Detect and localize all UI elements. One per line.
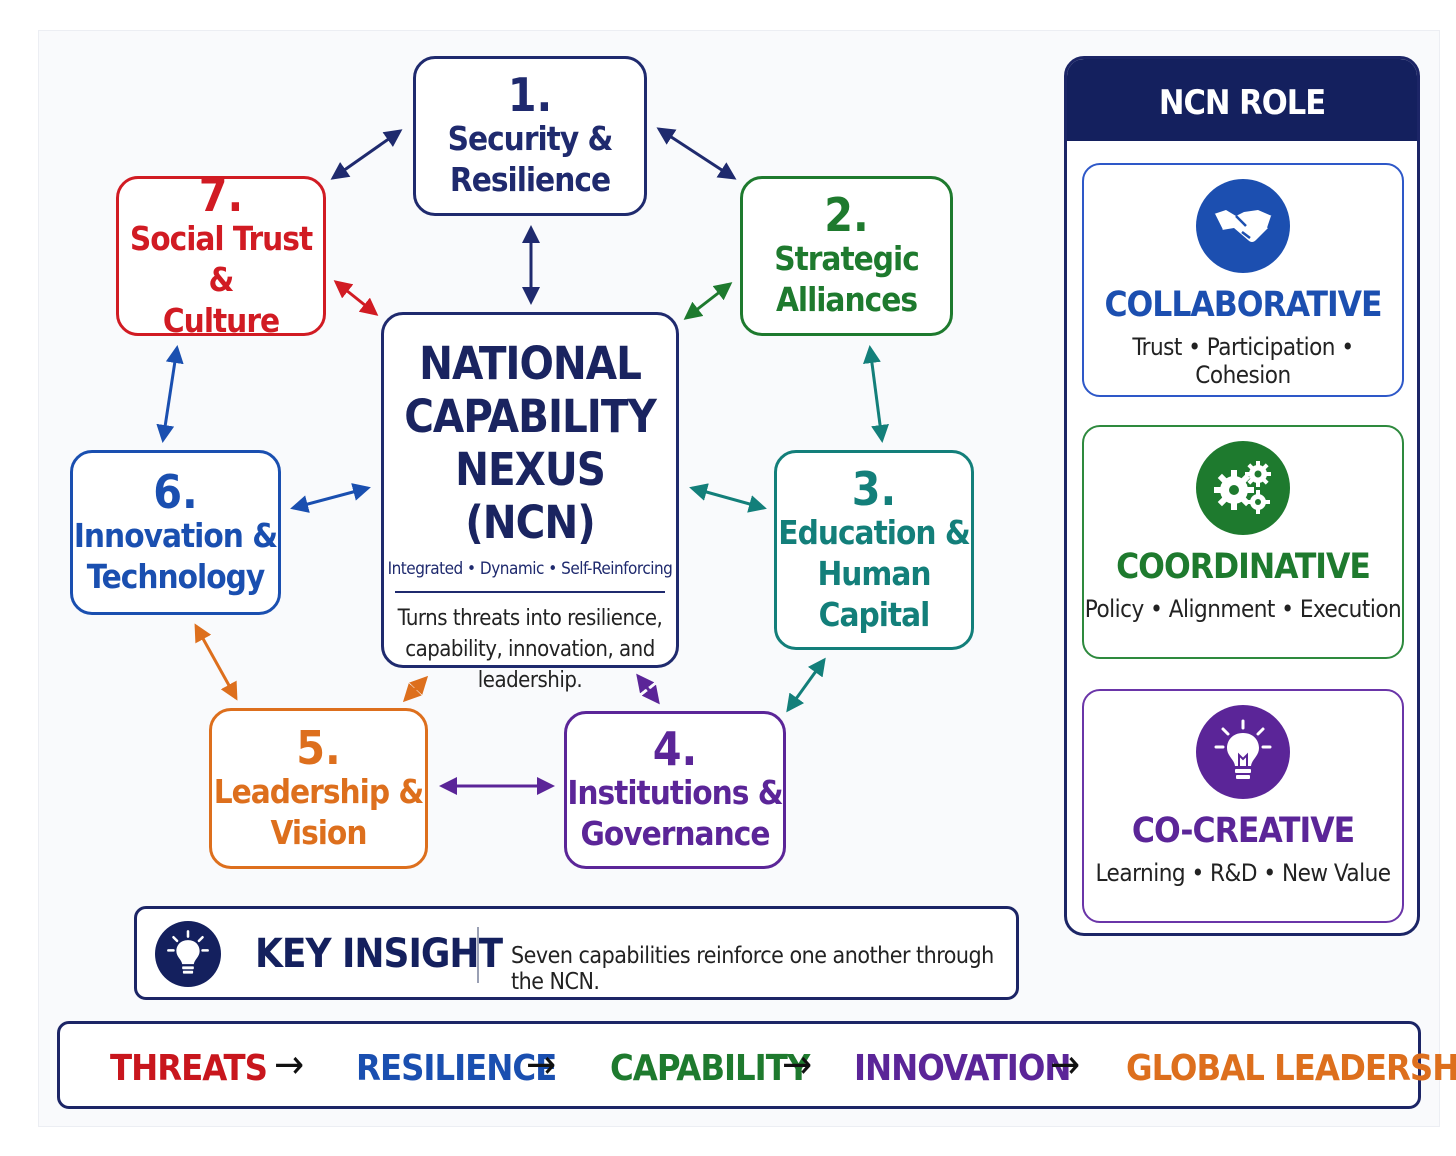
flow-step-innovation: INNOVATION bbox=[854, 1048, 1071, 1089]
mechanism-name: COORDINATIVE bbox=[1116, 547, 1371, 587]
ncn-title: NATIONAL CAPABILITY NEXUS (NCN) bbox=[404, 337, 657, 549]
capability-name: Security & Resilience bbox=[447, 119, 614, 199]
mechanisms-panel: NCN ROLE MECHANISMS COLLABORATIVE Trust … bbox=[1064, 56, 1420, 936]
mechanism-description: Policy • Alignment • Execution bbox=[1084, 595, 1402, 623]
capability-box-6: 6. Innovation & Technology bbox=[70, 450, 281, 615]
key-insight-text: Seven capabilities reinforce one another… bbox=[511, 943, 994, 995]
mechanism-card-coordinative: COORDINATIVE Policy • Alignment • Execut… bbox=[1082, 425, 1404, 659]
ncn-description: Turns threats into resilience, capabilit… bbox=[397, 606, 663, 693]
arrow-right-icon: → bbox=[782, 1042, 813, 1088]
capability-number: 4. bbox=[652, 722, 698, 776]
mechanism-name: COLLABORATIVE bbox=[1104, 285, 1382, 325]
flow-step-capability: CAPABILITY bbox=[610, 1048, 810, 1089]
capability-box-4: 4. Institutions & Governance bbox=[564, 711, 786, 869]
capability-box-2: 2. Strategic Alliances bbox=[740, 176, 953, 336]
capability-number: 7. bbox=[198, 167, 244, 222]
arrow-right-icon: → bbox=[274, 1042, 305, 1088]
mechanisms-title: NCN ROLE MECHANISMS bbox=[1067, 59, 1417, 211]
mechanism-description: Learning • R&D • New Value bbox=[1095, 859, 1391, 887]
key-insight-box: KEY INSIGHT Seven capabilities reinforce… bbox=[134, 906, 1019, 1000]
arrow-right-icon: → bbox=[526, 1042, 557, 1088]
capability-box-1: 1. Security & Resilience bbox=[413, 56, 647, 216]
capability-number: 6. bbox=[153, 464, 198, 519]
key-insight-title: KEY INSIGHT bbox=[255, 931, 503, 977]
mechanism-card-collaborative: COLLABORATIVE Trust • Participation • Co… bbox=[1082, 163, 1404, 397]
mechanism-description: Trust • Participation • Cohesion bbox=[1132, 333, 1354, 389]
mechanism-card-co-creative: CO-CREATIVE Learning • R&D • New Value bbox=[1082, 689, 1404, 923]
divider bbox=[477, 927, 479, 983]
capability-name: Education & Human Capital bbox=[778, 512, 970, 634]
divider bbox=[395, 591, 665, 593]
capability-box-3: 3. Education & Human Capital bbox=[774, 450, 974, 650]
progression-flow-bar: THREATS → RESILIENCE → CAPABILITY → INNO… bbox=[57, 1021, 1456, 1109]
mechanism-name: CO-CREATIVE bbox=[1131, 811, 1355, 851]
arrow-right-icon: → bbox=[1050, 1042, 1081, 1088]
capability-number: 3. bbox=[851, 461, 897, 516]
flow-step-global-leadership: GLOBAL LEADERSHIP bbox=[1126, 1048, 1456, 1089]
capability-box-7: 7. Social Trust & Culture bbox=[116, 172, 326, 340]
capability-name: Institutions & Governance bbox=[567, 773, 783, 853]
capability-name: Strategic Alliances bbox=[774, 239, 920, 319]
ncn-tags: Integrated • Dynamic • Self-Reinforcing bbox=[387, 559, 673, 579]
flow-step-threats: THREATS bbox=[110, 1048, 268, 1089]
ncn-center-box: NATIONAL CAPABILITY NEXUS (NCN) Integrat… bbox=[381, 312, 679, 693]
handshake-icon bbox=[1196, 179, 1290, 273]
capability-number: 2. bbox=[824, 188, 869, 242]
gears-icon bbox=[1196, 441, 1290, 535]
lightbulb-icon bbox=[1196, 705, 1290, 799]
capability-name: Social Trust & Culture bbox=[129, 218, 313, 340]
lightbulb-icon bbox=[155, 921, 221, 987]
capability-number: 1. bbox=[507, 68, 553, 122]
flow-step-resilience: RESILIENCE bbox=[356, 1048, 557, 1089]
capability-name: Innovation & Technology bbox=[73, 515, 278, 596]
capability-number: 5. bbox=[296, 720, 341, 775]
capability-box-5: 5. Leadership & Vision bbox=[209, 708, 428, 869]
capability-name: Leadership & Vision bbox=[213, 771, 425, 852]
